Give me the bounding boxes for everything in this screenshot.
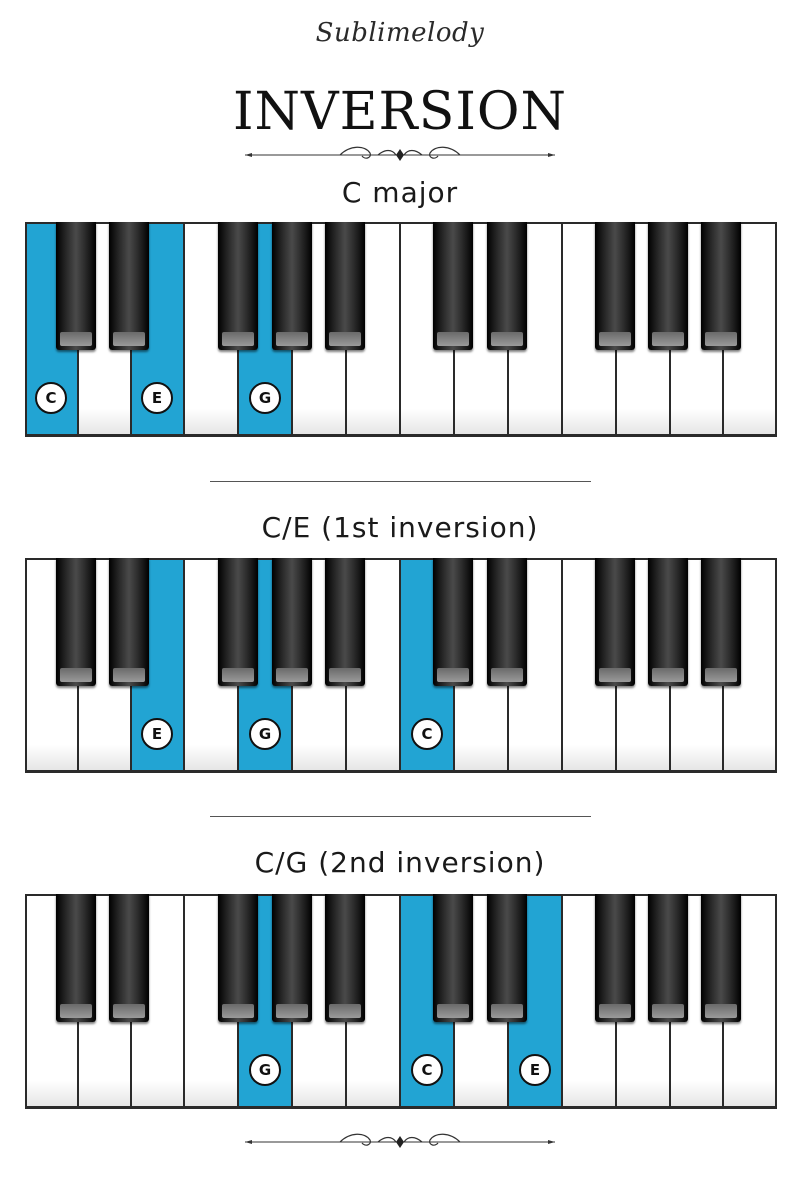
ornament-divider-bottom (245, 1133, 555, 1148)
black-key-a-sharp[interactable] (701, 558, 741, 686)
black-key-c-sharp[interactable] (433, 222, 473, 350)
black-key-a-sharp[interactable] (325, 558, 365, 686)
note-label: G (249, 382, 281, 414)
black-key-d-sharp[interactable] (109, 558, 149, 686)
black-key-g-sharp[interactable] (272, 558, 312, 686)
black-key-c-sharp[interactable] (56, 558, 96, 686)
black-key-c-sharp[interactable] (56, 222, 96, 350)
ornament-divider-top (245, 146, 555, 161)
note-label: C (411, 718, 443, 750)
black-key-g-sharp[interactable] (272, 222, 312, 350)
black-key-a-sharp[interactable] (325, 894, 365, 1022)
black-key-d-sharp[interactable] (487, 222, 527, 350)
note-label: C (35, 382, 67, 414)
black-key-g-sharp[interactable] (648, 222, 688, 350)
piano-keyboard-c-major: C E G (25, 222, 777, 437)
black-key-a-sharp[interactable] (701, 894, 741, 1022)
black-key-g-sharp[interactable] (648, 894, 688, 1022)
chord-title-first-inversion: C/E (1st inversion) (261, 511, 539, 544)
note-label: E (141, 718, 173, 750)
piano-keyboard-second-inversion: G C E (25, 894, 777, 1109)
black-key-f-sharp[interactable] (218, 558, 258, 686)
chord-title-c-major: C major (341, 176, 459, 209)
black-key-d-sharp[interactable] (487, 558, 527, 686)
chord-title-second-inversion: C/G (2nd inversion) (254, 846, 546, 879)
piano-keyboard-first-inversion: E G C (25, 558, 777, 773)
black-key-c-sharp[interactable] (56, 894, 96, 1022)
section-divider (210, 481, 591, 482)
black-key-a-sharp[interactable] (701, 222, 741, 350)
section-divider (210, 816, 591, 817)
note-label: G (249, 718, 281, 750)
black-key-c-sharp[interactable] (433, 894, 473, 1022)
page-title: INVERSION (233, 82, 567, 142)
black-key-c-sharp[interactable] (433, 558, 473, 686)
black-key-d-sharp[interactable] (109, 894, 149, 1022)
black-key-g-sharp[interactable] (648, 558, 688, 686)
note-label: E (141, 382, 173, 414)
black-key-g-sharp[interactable] (272, 894, 312, 1022)
note-label: E (519, 1054, 551, 1086)
black-key-d-sharp[interactable] (109, 222, 149, 350)
brand-logo: Sublimelody (315, 18, 485, 48)
black-key-f-sharp[interactable] (218, 894, 258, 1022)
black-key-f-sharp[interactable] (595, 222, 635, 350)
note-label: G (249, 1054, 281, 1086)
black-key-f-sharp[interactable] (595, 558, 635, 686)
black-key-d-sharp[interactable] (487, 894, 527, 1022)
note-label: C (411, 1054, 443, 1086)
black-key-a-sharp[interactable] (325, 222, 365, 350)
black-key-f-sharp[interactable] (595, 894, 635, 1022)
black-key-f-sharp[interactable] (218, 222, 258, 350)
